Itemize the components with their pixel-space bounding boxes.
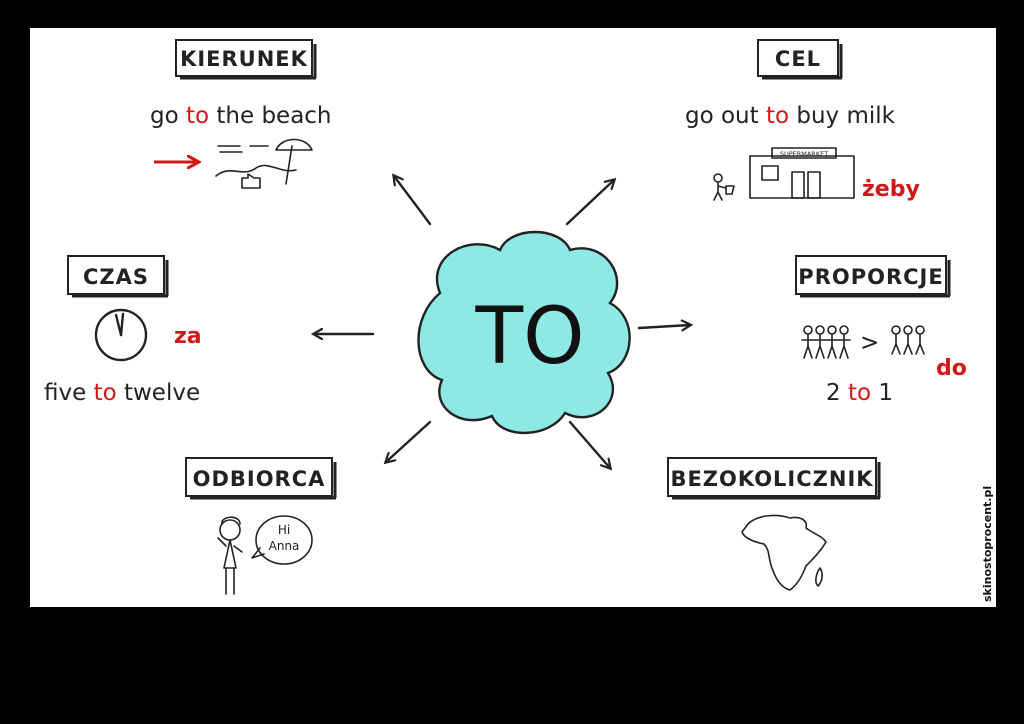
supermarket-icon: SUPERMARKET [749, 147, 855, 199]
compare-sign: > [860, 330, 879, 356]
title-odbiorca: ODBIORCA [193, 467, 326, 491]
phrase-kierunek: go to the beach [150, 103, 332, 129]
arrow-to-odbiorca [386, 420, 432, 462]
group-large-icon [801, 325, 851, 359]
title-box [667, 457, 877, 497]
watermark: skinostoprocent.pl [981, 486, 994, 602]
section-kierunek: KIERUNEK go to the beach [150, 39, 332, 189]
africa-map-icon [741, 514, 827, 591]
section-czas: CZAS za five to twelve [44, 255, 202, 406]
title-bezokolicznik: BEZOKOLICZNIK [670, 467, 873, 491]
mind-map-canvas: TO KIERUNEK go to the beach CEL go out t… [44, 39, 994, 602]
arrow-to-cel [565, 180, 614, 226]
person-icon [217, 516, 243, 595]
polish-za: za [174, 324, 202, 349]
phrase-cel: go out to buy milk [685, 103, 896, 129]
title-czas: CZAS [83, 265, 149, 289]
section-bezokolicznik: BEZOKOLICZNIK [667, 457, 881, 591]
group-small-icon [891, 325, 925, 355]
center-label: TO [474, 292, 584, 382]
bubble-line-2: Anna [269, 539, 300, 553]
center-cloud: TO [417, 230, 631, 435]
title-proporcje: PROPORCJE [798, 265, 943, 289]
speech-bubble: Hi Anna [251, 515, 313, 565]
title-box [795, 255, 947, 295]
bubble-line-1: Hi [278, 523, 290, 537]
title-box [67, 255, 165, 295]
title-box [185, 457, 333, 497]
arrow-to-bezokolicznik [568, 420, 610, 468]
shopper-icon [713, 173, 735, 201]
section-proporcje: PROPORCJE > do 2 to 1 [795, 255, 967, 406]
phrase-czas: five to twelve [44, 380, 200, 406]
section-odbiorca: ODBIORCA Hi Anna [185, 457, 337, 595]
phrase-proporcje: 2 to 1 [826, 380, 893, 406]
cloud-shape [417, 230, 631, 435]
title-kierunek: KIERUNEK [180, 47, 308, 71]
polish-zeby: żeby [862, 177, 920, 202]
infographic-board: TO KIERUNEK go to the beach CEL go out t… [30, 28, 996, 607]
title-box [757, 39, 839, 77]
beach-icon [215, 138, 313, 189]
arrow-to-kierunek [394, 176, 432, 226]
arrow-to-proporcje [637, 325, 690, 328]
clock-icon [94, 308, 148, 362]
section-cel: CEL go out to buy milk SUPERMARKET żeby [685, 39, 920, 202]
connector-arrows [314, 176, 690, 468]
title-box [175, 39, 313, 77]
shop-sign: SUPERMARKET [780, 150, 828, 158]
title-cel: CEL [775, 47, 821, 71]
polish-do: do [936, 356, 967, 381]
